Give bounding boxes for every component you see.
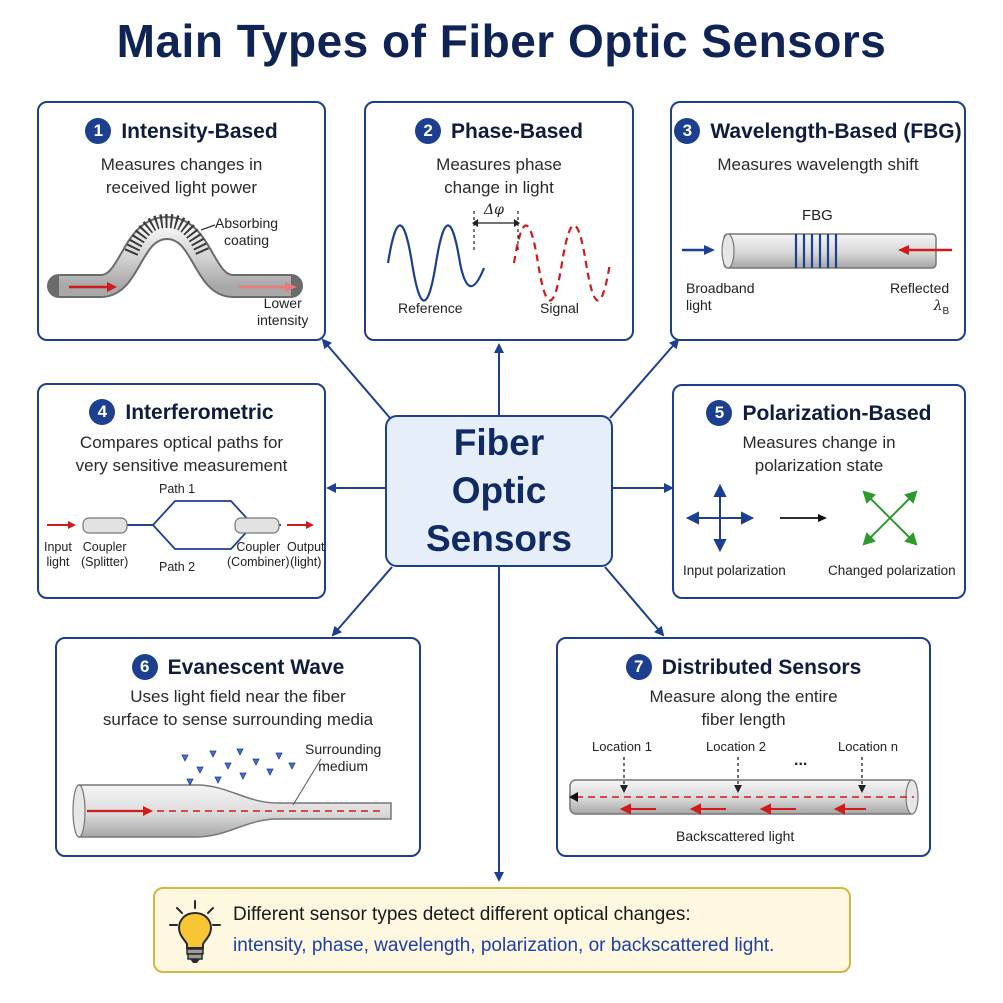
card-title: Distributed Sensors — [661, 656, 862, 679]
input-polarization-label: Input polarization — [683, 563, 786, 578]
tip-text-line2: intensity, phase, wavelength, polarizati… — [233, 935, 775, 956]
number-badge: 1 — [85, 118, 112, 144]
path1-label: Path 1 — [159, 482, 196, 496]
path2-label: Path 2 — [159, 560, 196, 574]
card-title: Polarization-Based — [742, 402, 932, 425]
number-badge: 5 — [706, 400, 733, 426]
card-wavelength-based: 3 Wavelength-Based (FBG) Measures wavelen… — [670, 101, 966, 341]
signal-label: Signal — [540, 300, 579, 316]
output-light-label: Output(light) — [287, 540, 325, 569]
distributed-fiber-illustration — [569, 757, 919, 815]
fbg-label: FBG — [802, 207, 833, 224]
interferometer-illustration — [47, 500, 314, 550]
reference-label: Reference — [398, 300, 463, 316]
backscattered-light-label: Backscattered light — [676, 828, 795, 844]
tip-box: Different sensor types detect different … — [153, 887, 851, 973]
card-title: Evanescent Wave — [167, 656, 345, 679]
bent-fiber-illustration — [47, 213, 303, 298]
location-2-label: Location 2 — [706, 739, 766, 754]
card-evanescent-wave: 6 Evanescent Wave Uses light field near t… — [55, 637, 421, 857]
ellipsis-label: ... — [794, 752, 808, 769]
tip-text-line1: Different sensor types detect different … — [233, 904, 691, 925]
number-badge: 2 — [415, 118, 442, 144]
coupler-splitter-label: Coupler(Splitter) — [81, 540, 129, 569]
arrow-to-distributed — [604, 566, 665, 637]
arrow-to-evanescent — [331, 566, 393, 637]
tapered-fiber-illustration — [72, 748, 392, 838]
arrow-to-intensity — [321, 338, 391, 419]
card-interferometric: 4 Interferometric Compares optical paths … — [37, 383, 326, 599]
polarization-illustration — [685, 483, 918, 553]
card-title: Intensity-Based — [121, 120, 278, 143]
card-title: Phase-Based — [451, 120, 583, 143]
phase-waves-illustration — [386, 211, 612, 302]
location-n-label: Location n — [838, 739, 898, 754]
number-badge: 6 — [131, 654, 158, 680]
delta-phi-label: Δφ — [484, 202, 504, 218]
arrow-to-wavelength — [609, 338, 680, 419]
card-description: Measures wavelength shift — [717, 155, 919, 174]
reflected-output-label: Reflected λB — [890, 280, 950, 317]
changed-polarization-label: Changed polarization — [828, 563, 956, 578]
number-badge: 7 — [625, 654, 652, 680]
card-distributed-sensors: 7 Distributed Sensors Measure along the e… — [556, 637, 931, 857]
card-title: Wavelength-Based (FBG) — [710, 120, 962, 143]
lightbulb-icon — [169, 900, 221, 963]
fbg-fiber-illustration — [682, 233, 952, 269]
card-title: Interferometric — [125, 401, 274, 424]
number-badge: 3 — [674, 118, 701, 144]
page-title: Main Types of Fiber Optic Sensors — [116, 15, 887, 67]
location-1-label: Location 1 — [592, 739, 652, 754]
center-node: Fiber Optic Sensors — [385, 415, 613, 567]
coupler-combiner-label: Coupler(Combiner) — [227, 540, 290, 569]
number-badge: 4 — [89, 399, 116, 425]
